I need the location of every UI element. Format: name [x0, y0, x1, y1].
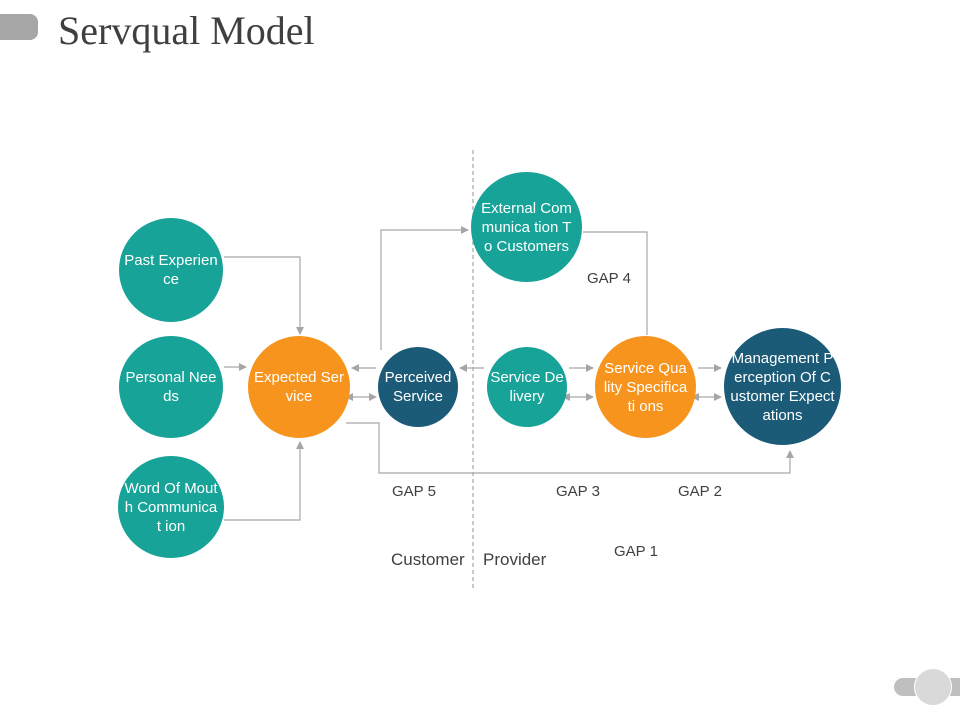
connector-past-to-expected	[224, 256, 304, 335]
node-service-quality-specifications: Service Quality Specificati ons	[595, 336, 696, 438]
node-perceived-service: Perceived Service	[378, 347, 458, 427]
connector-perceived-to-external	[380, 226, 469, 350]
node-word-of-mouth: Word Of Mouth Communicat ion	[118, 456, 224, 558]
node-management-perception: Management Perception Of Customer Expect…	[724, 328, 841, 445]
connector-gap1	[346, 422, 794, 474]
page-title: Servqual Model	[58, 8, 315, 53]
node-personal-needs: Personal Needs	[119, 336, 223, 438]
node-past-experience: Past Experience	[119, 218, 223, 322]
gap2-label: GAP 2	[678, 483, 722, 500]
node-expected-service: Expected Service	[248, 336, 350, 438]
gap3-label: GAP 3	[556, 483, 600, 500]
node-service-delivery: Service Delivery	[487, 347, 567, 427]
footer-slider-dot	[914, 668, 952, 706]
connector-mouth-to-expected	[224, 441, 304, 521]
gap4-label: GAP 4	[587, 270, 631, 287]
connector-external-to-spec	[583, 231, 648, 335]
title-tab-decoration	[0, 14, 38, 40]
customer-side-label: Customer	[391, 550, 465, 569]
gap1-label: GAP 1	[614, 543, 658, 560]
node-external-communication: External Communica tion To Customers	[471, 172, 582, 282]
provider-side-label: Provider	[483, 550, 547, 569]
gap5-label: GAP 5	[392, 483, 436, 500]
